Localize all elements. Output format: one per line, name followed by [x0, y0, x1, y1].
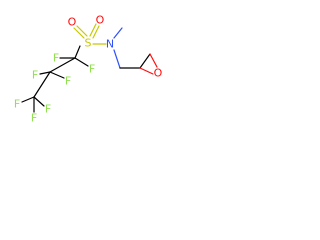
- bond-n-ch3: [113, 27, 123, 39]
- atom-f7-label: F: [31, 112, 37, 125]
- bond-s-o1-b: [76, 25, 88, 37]
- atom-f5: F: [14, 98, 20, 111]
- atom-o2-label: O: [96, 14, 105, 27]
- bond-epoxide-co-b: [149, 53, 158, 68]
- atom-f1-label: F: [53, 52, 59, 65]
- structure-svg: F F F F F F F S O O N O: [14, 14, 163, 125]
- bond-c1-f2: [74, 57, 89, 67]
- bond-n-ch2: [113, 49, 121, 69]
- bond-epoxide-cc: [139, 53, 151, 69]
- atom-o1-label: O: [68, 16, 77, 29]
- atom-f5-label: F: [14, 98, 20, 111]
- atom-f3: F: [32, 69, 38, 82]
- bond-c2-c3: [33, 71, 51, 98]
- bond-s-o2-b: [92, 25, 100, 39]
- bond-c1-c2: [49, 57, 76, 73]
- atom-o2: O: [96, 14, 105, 27]
- atom-n: N: [106, 38, 114, 51]
- atom-f6-label: F: [45, 103, 51, 116]
- atom-f6: F: [45, 103, 51, 116]
- bond-s-o1-a: [73, 27, 85, 39]
- atom-f2-label: F: [89, 63, 95, 76]
- atom-o3: O: [154, 67, 163, 80]
- atom-o1: O: [68, 16, 77, 29]
- bond-c2-f4: [49, 71, 65, 79]
- bond-c3-f6: [33, 96, 45, 107]
- atom-o3-label: O: [154, 67, 163, 80]
- bond-c2-f3: [39, 71, 51, 75]
- atom-f4: F: [65, 75, 71, 88]
- atom-f7: F: [31, 112, 37, 125]
- atom-s-label: S: [85, 37, 92, 50]
- molecule-diagram: F F F F F F F S O O N O: [0, 0, 183, 151]
- atom-f1: F: [53, 52, 59, 65]
- bond-s-o2-a: [89, 23, 97, 37]
- atom-f2: F: [89, 63, 95, 76]
- atom-f4-label: F: [65, 75, 71, 88]
- atom-s: S: [85, 37, 92, 50]
- bond-c1-s: [74, 45, 81, 59]
- atom-n-label: N: [106, 38, 114, 51]
- bond-epoxide-co-a: [139, 67, 154, 75]
- bond-c3-f5: [21, 96, 35, 103]
- atom-f3-label: F: [32, 69, 38, 82]
